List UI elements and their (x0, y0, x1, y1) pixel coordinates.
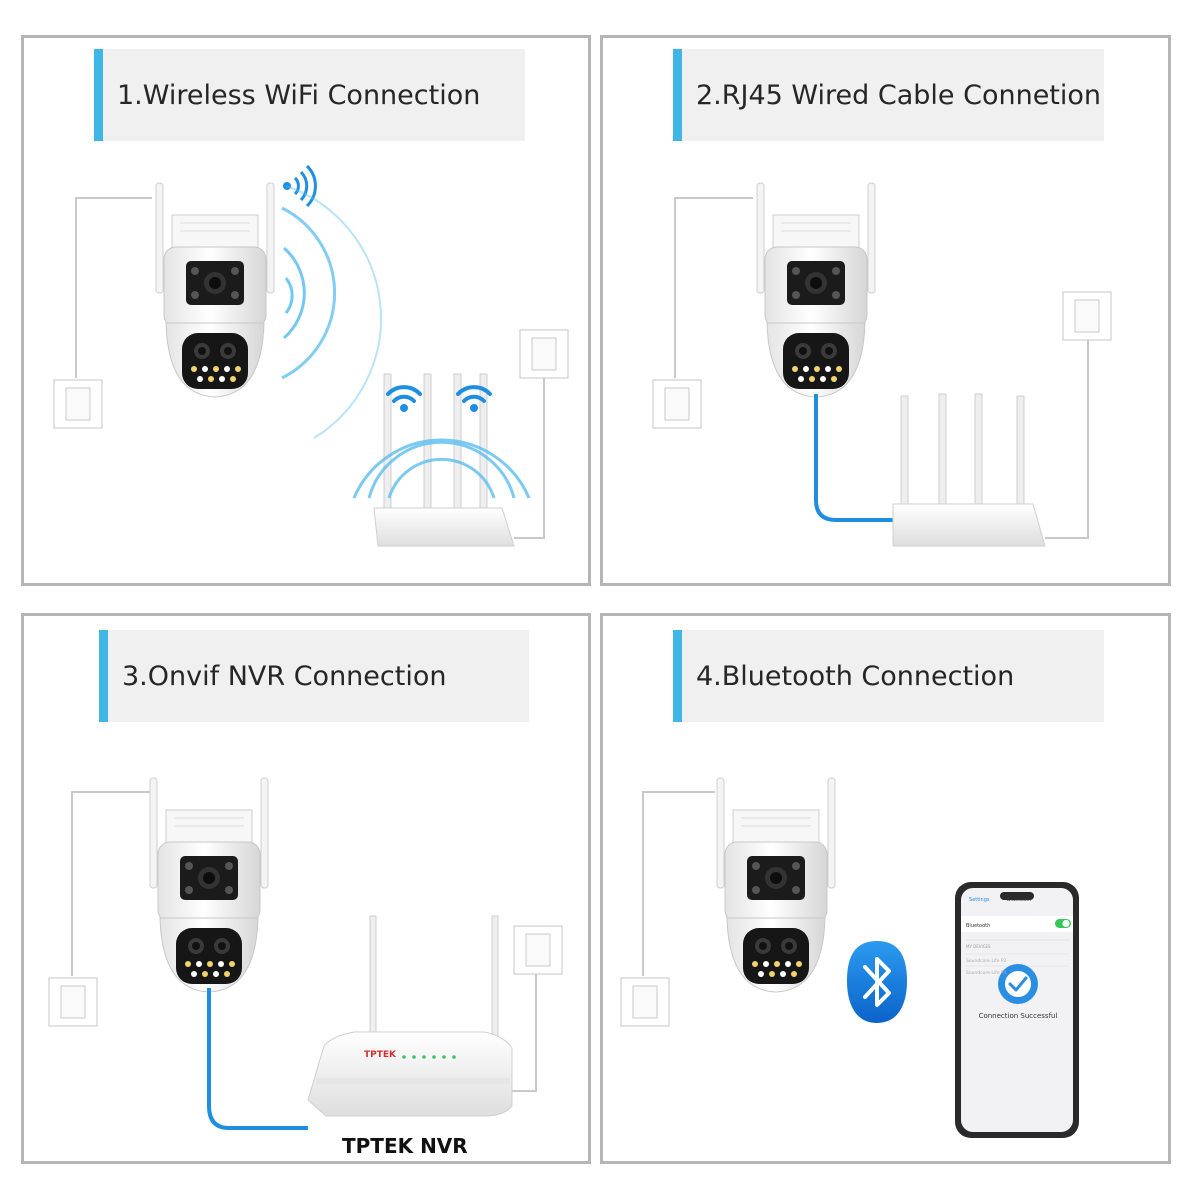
wifi-connection-illustration (53, 164, 569, 547)
wall-socket-icon (519, 329, 569, 379)
bluetooth-connection-illustration: Settings Bluetooth Bluetooth MY DEVICES … (620, 777, 1079, 1138)
panel-header: 2.RJ45 Wired Cable Connetion (673, 49, 1104, 141)
panel-title: 4.Bluetooth Connection (696, 660, 1015, 692)
wifi-signal-icon (283, 164, 317, 208)
phone-section-label: MY DEVICES (966, 944, 991, 949)
wall-socket-icon (53, 379, 103, 429)
wall-socket-icon (1062, 291, 1112, 341)
phone-screen-title: Bluetooth (1007, 897, 1031, 903)
security-camera-icon (756, 182, 876, 398)
wifi-router-icon (892, 393, 1046, 547)
panel-nvr: 3.Onvif NVR Connection TPTEK TPTEK NVR (21, 613, 591, 1164)
nvr-connection-illustration: TPTEK (48, 777, 563, 1130)
panel-header: 3.Onvif NVR Connection (99, 630, 529, 722)
panel-title: 2.RJ45 Wired Cable Connetion (696, 79, 1102, 111)
smartphone-icon (955, 882, 1079, 1138)
panel-bluetooth: 4.Bluetooth Connection Settings Bluetoot… (600, 613, 1171, 1164)
wifi-router-icon (352, 373, 531, 547)
phone-device-1: Soundcore Life P2 (966, 958, 1007, 964)
wall-socket-icon (513, 925, 563, 975)
nvr-brand: TPTEK (364, 1050, 397, 1060)
security-camera-icon (149, 777, 269, 993)
ethernet-cable (207, 988, 308, 1130)
wired-connection-illustration (652, 182, 1112, 547)
bluetooth-icon (847, 941, 907, 1023)
panel-wifi: 1.Wireless WiFi Connection (21, 35, 591, 586)
phone-status-text: Connection Successful (979, 1012, 1058, 1020)
wall-socket-icon (652, 379, 702, 429)
panel-header: 4.Bluetooth Connection (673, 630, 1104, 722)
nvr-label: TPTEK NVR (342, 1134, 468, 1158)
panel-title: 3.Onvif NVR Connection (122, 660, 447, 692)
security-camera-icon (155, 182, 275, 398)
phone-back-label: Settings (969, 897, 990, 903)
wall-socket-icon (48, 977, 98, 1027)
panel-title: 1.Wireless WiFi Connection (117, 79, 481, 111)
nvr-recorder-icon: TPTEK (307, 915, 513, 1117)
security-camera-icon (716, 777, 836, 993)
panel-header: 1.Wireless WiFi Connection (94, 49, 525, 141)
panel-wired: 2.RJ45 Wired Cable Connetion (600, 35, 1171, 586)
phone-row-label: Bluetooth (966, 923, 990, 929)
wall-socket-icon (620, 977, 670, 1027)
ethernet-cable (814, 394, 893, 522)
phone-device-2: Soundcore Life P3 (966, 970, 1007, 976)
